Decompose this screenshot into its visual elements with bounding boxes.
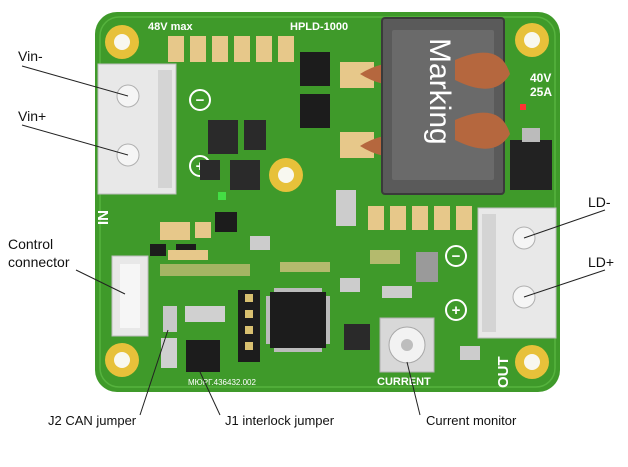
microcontroller bbox=[266, 288, 330, 352]
callout-j1-interlock-jumper: J1 interlock jumper bbox=[225, 413, 335, 428]
mounting-hole-top-left bbox=[105, 25, 139, 59]
j2-jumper-pads bbox=[161, 306, 177, 368]
mounting-hole-center bbox=[269, 158, 303, 192]
capacitor-row-top bbox=[168, 36, 294, 62]
callout-line-vin-minus bbox=[21, 65, 129, 97]
callout-line-control bbox=[75, 269, 126, 295]
output-plus-symbol: + bbox=[445, 299, 467, 321]
pin-header bbox=[238, 290, 260, 362]
smd-components bbox=[150, 104, 526, 360]
callout-line-ld-minus bbox=[523, 209, 606, 239]
inductor-marking-text: Marking bbox=[423, 38, 456, 145]
capacitor-row-middle bbox=[368, 206, 472, 230]
svg-text:+: + bbox=[452, 302, 461, 319]
callout-line-current bbox=[406, 361, 421, 416]
mounting-hole-bottom-left bbox=[105, 343, 139, 377]
control-connector-body bbox=[111, 255, 149, 337]
callout-vin-minus: Vin- bbox=[18, 48, 43, 64]
output-side-label: OUT bbox=[495, 356, 512, 388]
mounting-hole-top-right bbox=[515, 23, 549, 57]
output-connector bbox=[477, 207, 557, 339]
callout-vin-plus: Vin+ bbox=[18, 108, 47, 124]
power-transistors bbox=[300, 52, 552, 190]
input-connector bbox=[97, 63, 177, 195]
current-silk-text: CURRENT bbox=[377, 376, 431, 388]
callout-line-j1 bbox=[199, 371, 221, 416]
callout-j2-can-jumper: J2 CAN jumper bbox=[48, 413, 137, 428]
voltage-in-text: 48V max bbox=[148, 21, 194, 33]
j1-jumper-ic bbox=[185, 306, 225, 372]
callout-current-monitor: Current monitor bbox=[426, 413, 517, 428]
callout-line-ld-plus bbox=[523, 269, 606, 298]
input-side-label: IN bbox=[95, 210, 112, 225]
callout-control-line2: connector bbox=[8, 254, 70, 270]
callout-ld-minus: LD- bbox=[588, 194, 611, 210]
pcb-edge-highlight bbox=[99, 16, 556, 388]
mounting-hole-bottom-right bbox=[515, 345, 549, 379]
callout-ld-plus: LD+ bbox=[588, 254, 615, 270]
board-title-text: HPLD-1000 bbox=[290, 21, 348, 33]
rating-current-text: 25A bbox=[530, 85, 552, 99]
callout-lines bbox=[21, 65, 606, 416]
part-number-text: МЮРГ.436432.002 bbox=[188, 378, 256, 387]
output-minus-symbol: − bbox=[445, 245, 467, 267]
svg-text:−: − bbox=[452, 248, 461, 265]
svg-text:−: − bbox=[196, 92, 205, 109]
inductor: Marking bbox=[340, 17, 510, 195]
callout-control-line1: Control bbox=[8, 236, 54, 252]
rating-voltage-text: 40V bbox=[530, 71, 551, 85]
callout-line-j2 bbox=[139, 329, 169, 416]
input-minus-symbol: − bbox=[189, 89, 211, 111]
callout-line-vin-plus bbox=[21, 124, 129, 156]
